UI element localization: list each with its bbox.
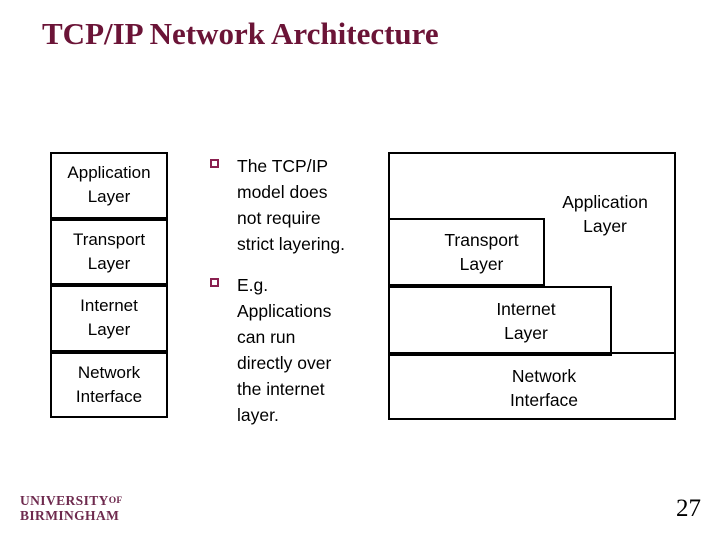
page-title: TCP/IP Network Architecture	[42, 16, 439, 51]
stack-box-transport-layer: Transport Layer	[50, 218, 168, 285]
logo-line2: BIRMINGHAM	[20, 507, 120, 523]
nonstrict-layering-diagram: Application Layer Transport Layer Intern…	[388, 152, 676, 420]
page-number: 27	[676, 495, 701, 522]
bullet-item: E.g. Applications can run directly over …	[210, 272, 375, 428]
bullet-square-icon	[210, 278, 219, 287]
diagram-label-network-interface: Network Interface	[509, 366, 579, 410]
bullet-list: The TCP/IP model does not require strict…	[210, 153, 375, 428]
stack-box-application-layer: Application Layer	[50, 152, 168, 219]
bullet-text: E.g. Applications can run directly over …	[237, 275, 332, 425]
logo-university-text: UNIVERSITY	[20, 493, 109, 508]
diagram-label-transport-layer: Transport Layer	[444, 230, 519, 274]
stack-box-internet-layer: Internet Layer	[50, 285, 168, 352]
network-interface-divider-line	[388, 352, 676, 354]
diagram-box-transport-layer: Transport Layer	[388, 218, 545, 286]
bullet-text: The TCP/IP model does not require strict…	[237, 156, 345, 254]
diagram-box-internet-layer: Internet Layer	[388, 286, 612, 356]
diagram-label-application-layer: Application Layer	[562, 192, 648, 236]
diagram-label-internet-layer: Internet Layer	[496, 299, 556, 343]
university-of-birmingham-logo: UNIVERSITYOF BIRMINGHAM	[20, 493, 123, 523]
bullet-square-icon	[210, 159, 219, 168]
bullet-item: The TCP/IP model does not require strict…	[210, 153, 375, 257]
logo-line1: UNIVERSITYOF	[20, 493, 123, 509]
tcpip-layer-stack: Application Layer Transport Layer Intern…	[50, 152, 168, 418]
logo-of-text: OF	[108, 496, 123, 506]
stack-box-network-interface: Network Interface	[50, 351, 168, 418]
